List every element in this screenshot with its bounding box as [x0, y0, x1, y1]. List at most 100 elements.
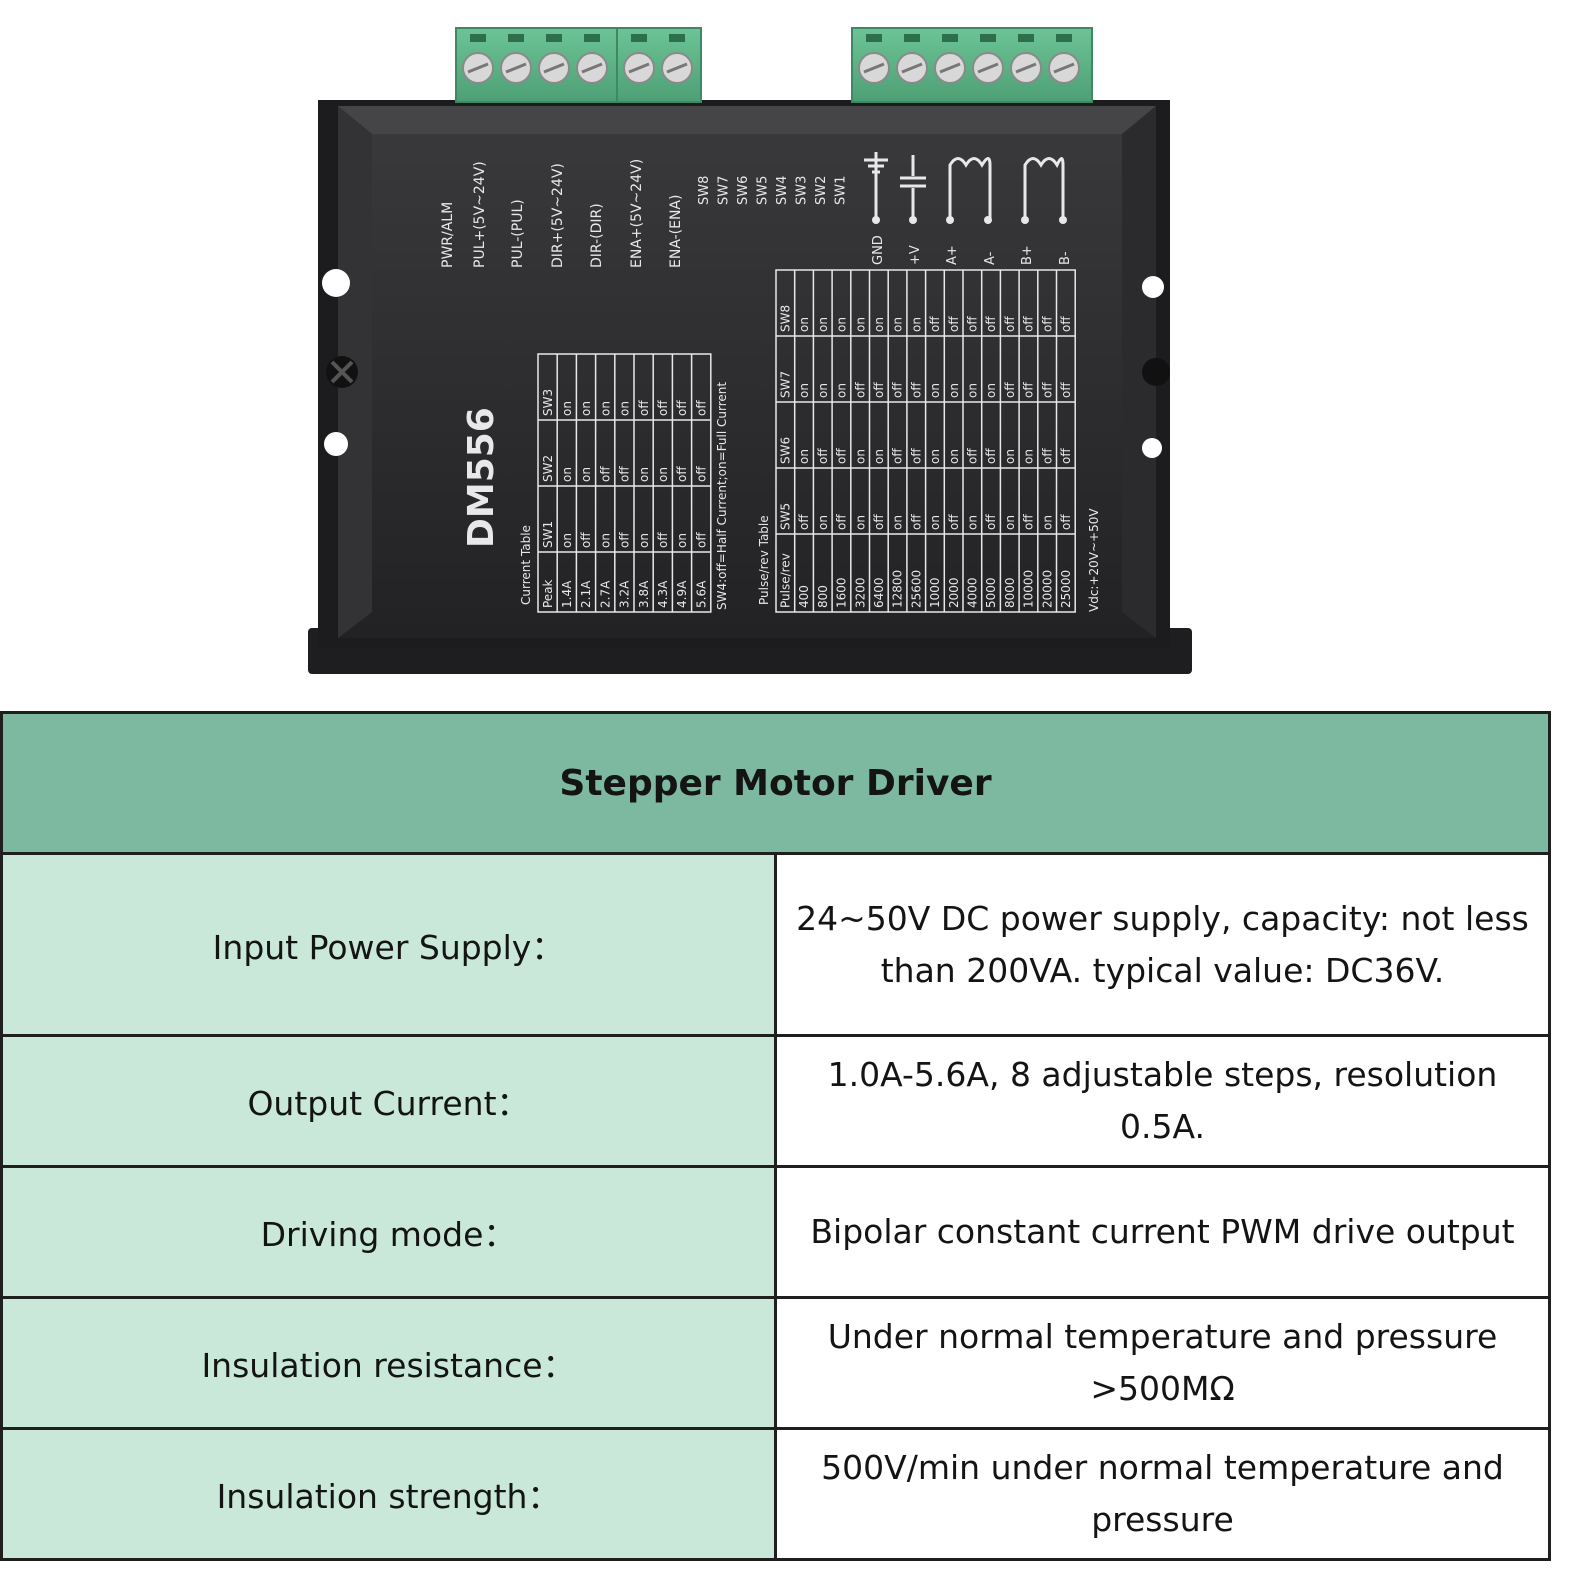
table-cell: 12800: [891, 570, 905, 608]
table-cell: on: [598, 533, 612, 548]
table-cell: on: [816, 515, 830, 530]
table-cell: 4000: [965, 577, 979, 608]
table-cell: off: [579, 532, 593, 548]
table-cell: on: [928, 383, 942, 398]
table-cell: 4.9A: [675, 580, 689, 608]
table-cell: 5000: [984, 577, 998, 608]
table-cell: 10000: [1022, 570, 1036, 608]
table-cell: 20000: [1040, 570, 1054, 608]
table-cell: off: [891, 448, 905, 464]
table-cell: off: [797, 514, 811, 530]
mounting-hole: [324, 432, 348, 456]
table-cell: off: [835, 448, 849, 464]
table-cell: on: [853, 515, 867, 530]
table-cell: off: [835, 514, 849, 530]
table-cell: 3.2A: [618, 580, 632, 608]
power-label: A-: [983, 251, 998, 265]
sw4-note: SW4:off=Half Current;on=Full Current: [715, 382, 729, 610]
switch-label: SW3: [795, 176, 810, 205]
table-cell: off: [694, 532, 708, 548]
table-cell: on: [637, 467, 651, 482]
table-cell: on: [835, 317, 849, 332]
table-cell: off: [984, 448, 998, 464]
table-cell: on: [560, 467, 574, 482]
table-cell: on: [965, 515, 979, 530]
switch-label: SW2: [814, 176, 829, 205]
signal-label: DIR-(DIR): [589, 203, 605, 268]
signal-label: ENA+(5V~24V): [629, 159, 645, 268]
table-header-cell: Peak: [541, 579, 555, 608]
table-cell: on: [618, 401, 632, 416]
table-row: Insulation resistance： Under normal temp…: [0, 1296, 1551, 1430]
table-cell: off: [1003, 382, 1017, 398]
table-cell: off: [656, 532, 670, 548]
table-cell: on: [579, 467, 593, 482]
table-cell: off: [694, 466, 708, 482]
table-cell: 25000: [1059, 570, 1073, 608]
switch-label: SW8: [697, 176, 712, 205]
table-cell: on: [1040, 515, 1054, 530]
switch-label: SW6: [736, 176, 751, 205]
spec-value: 500V/min under normal temperature and pr…: [774, 1427, 1551, 1561]
table-cell: on: [637, 533, 651, 548]
spec-value: 1.0A-5.6A, 8 adjustable steps, resolutio…: [774, 1034, 1551, 1168]
table-cell: off: [1022, 316, 1036, 332]
table-cell: off: [1059, 514, 1073, 530]
spec-label: Insulation resistance：: [0, 1296, 777, 1430]
table-cell: off: [1040, 448, 1054, 464]
power-label: B+: [1020, 245, 1035, 265]
spec-value: Bipolar constant current PWM drive outpu…: [774, 1165, 1551, 1299]
vdc-label: Vdc:+20V~+50V: [1087, 508, 1101, 612]
table-cell: 1000: [928, 577, 942, 608]
table-cell: 25600: [909, 570, 923, 608]
spec-table: Stepper Motor Driver Input Power Supply：…: [0, 711, 1551, 1561]
table-cell: on: [560, 533, 574, 548]
table-cell: 1600: [835, 577, 849, 608]
signal-label: PUL+(5V~24V): [472, 161, 488, 268]
current-table-title: Current Table: [519, 525, 533, 605]
table-cell: 4.3A: [656, 580, 670, 608]
table-cell: on: [675, 533, 689, 548]
table-cell: off: [909, 448, 923, 464]
table-header-cell: Pulse/rev: [778, 553, 792, 608]
mounting-hole: [1142, 438, 1162, 458]
spec-table-title: Stepper Motor Driver: [0, 711, 1551, 855]
switch-label: SW5: [756, 176, 771, 205]
table-cell: on: [947, 383, 961, 398]
table-header-cell: SW1: [541, 521, 555, 548]
table-cell: on: [891, 515, 905, 530]
table-cell: on: [853, 317, 867, 332]
signal-label: DIR+(5V~24V): [550, 163, 566, 268]
table-cell: on: [797, 317, 811, 332]
table-cell: off: [1040, 382, 1054, 398]
table-cell: off: [1059, 448, 1073, 464]
table-cell: off: [694, 400, 708, 416]
table-header-cell: SW8: [778, 305, 792, 332]
switch-label: SW7: [717, 176, 732, 205]
table-cell: off: [618, 466, 632, 482]
spec-label: Input Power Supply：: [0, 852, 777, 1037]
table-cell: on: [656, 467, 670, 482]
table-cell: on: [816, 383, 830, 398]
table-cell: on: [853, 449, 867, 464]
table-cell: off: [984, 316, 998, 332]
table-cell: 2000: [947, 577, 961, 608]
table-cell: on: [598, 401, 612, 416]
table-cell: off: [965, 448, 979, 464]
signal-label: ENA-(ENA): [668, 195, 684, 268]
switch-label: SW4: [775, 176, 790, 205]
table-row: Output Current： 1.0A-5.6A, 8 adjustable …: [0, 1034, 1551, 1168]
table-cell: off: [1059, 316, 1073, 332]
table-cell: off: [618, 532, 632, 548]
table-cell: off: [675, 400, 689, 416]
table-cell: on: [1022, 449, 1036, 464]
table-cell: on: [872, 449, 886, 464]
table-cell: 8000: [1003, 577, 1017, 608]
table-cell: off: [656, 400, 670, 416]
table-row: Driving mode： Bipolar constant current P…: [0, 1165, 1551, 1299]
spec-label: Driving mode：: [0, 1165, 777, 1299]
table-header-cell: SW5: [778, 503, 792, 530]
table-cell: on: [965, 383, 979, 398]
table-cell: off: [872, 514, 886, 530]
